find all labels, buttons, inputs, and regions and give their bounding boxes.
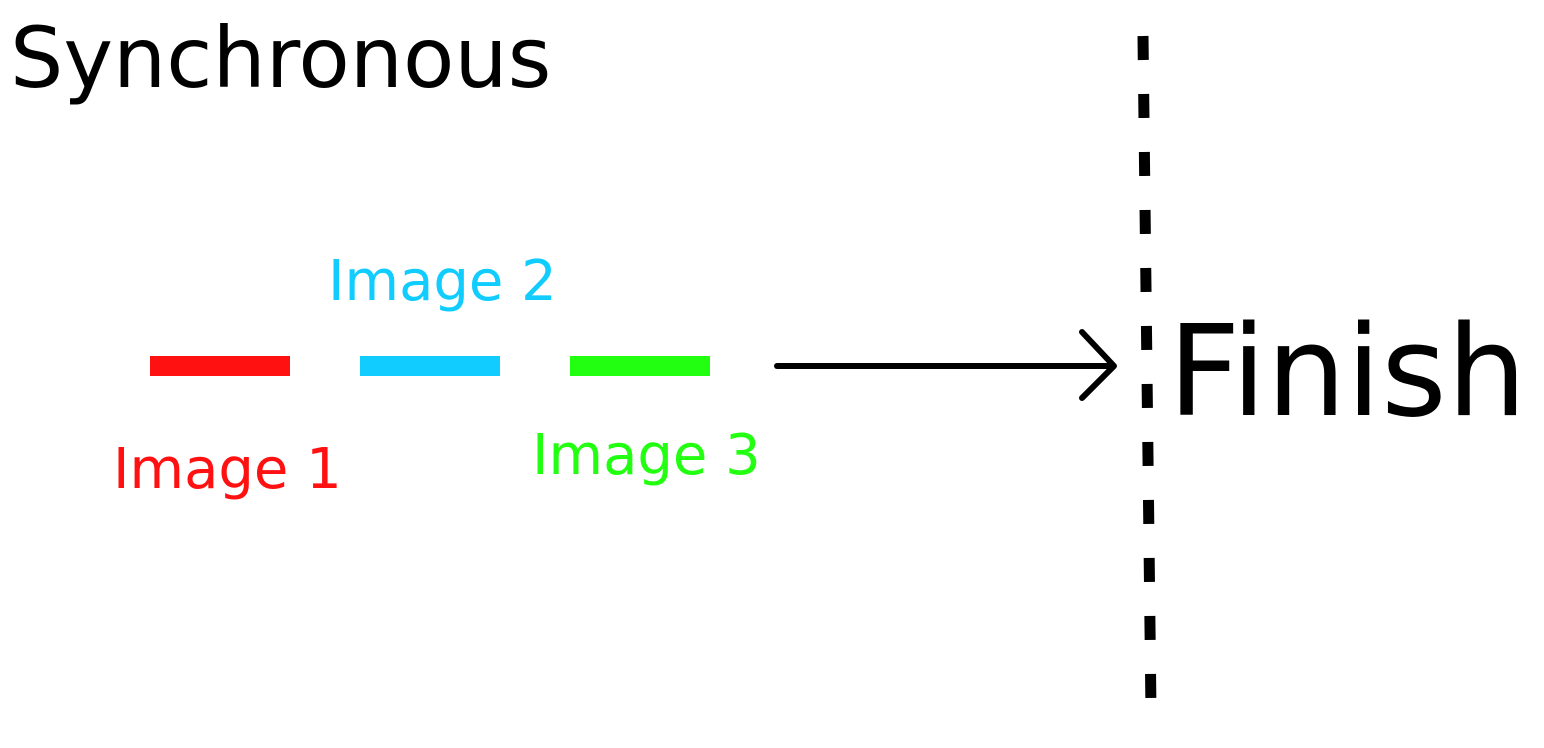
image-2-bar [360,356,500,376]
image-3-label: Image 3 [532,423,761,488]
finish-line [1137,35,1157,713]
diagram-title: Synchronous [10,9,552,107]
image-1-bar [150,356,290,376]
finish-label: Finish [1168,298,1527,445]
image-1-label: Image 1 [113,437,342,502]
image-3-bar [570,356,710,376]
image-2-label: Image 2 [328,249,557,314]
arrow-head [1079,329,1117,401]
progress-arrow [774,329,1117,401]
